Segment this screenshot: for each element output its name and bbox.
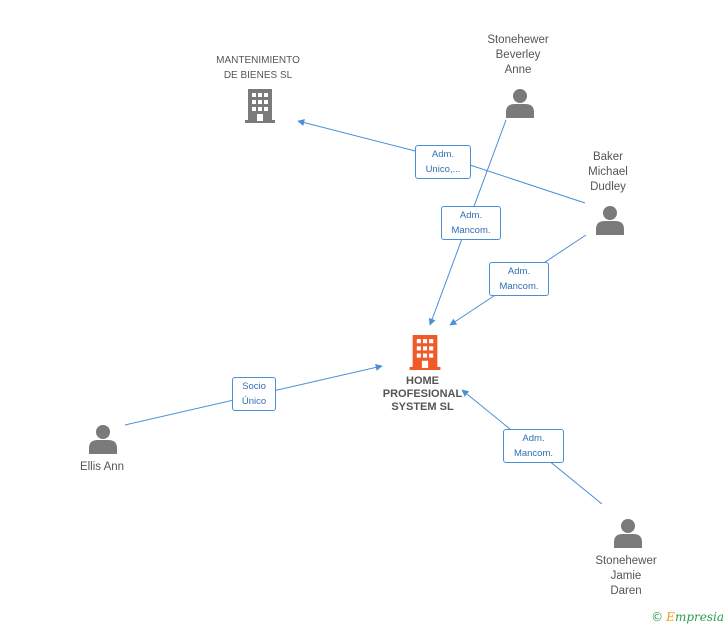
person-label-baker[interactable]: Baker Michael Dudley xyxy=(588,151,628,193)
person-icon[interactable] xyxy=(596,205,624,235)
building-icon[interactable] xyxy=(409,335,441,370)
edge-label-ellis-home[interactable]: Socio Único xyxy=(232,377,276,411)
company-label-home-profesional[interactable]: HOME PROFESIONAL SYSTEM SL xyxy=(382,375,463,413)
person-icon[interactable] xyxy=(506,88,534,118)
person-label-jamie[interactable]: Stonehewer Jamie Daren xyxy=(595,555,657,597)
person-icon[interactable] xyxy=(89,424,117,454)
edge-label-beverley-home[interactable]: Adm. Mancom. xyxy=(441,206,501,240)
company-label-mantenimiento[interactable]: MANTENIMIENTO DE BIENES SL xyxy=(216,55,300,81)
person-icon[interactable] xyxy=(614,518,642,548)
person-label-beverley[interactable]: Stonehewer Beverley Anne xyxy=(487,34,549,76)
edge-label-baker-mantenimiento[interactable]: Adm. Unico,... xyxy=(415,145,471,179)
building-icon[interactable] xyxy=(245,89,275,123)
edge-label-jamie-home[interactable]: Adm. Mancom. xyxy=(503,429,564,463)
empresia-logo[interactable]: ©Empresia xyxy=(651,610,724,624)
edge-label-baker-home[interactable]: Adm. Mancom. xyxy=(489,262,549,296)
person-label-ellis[interactable]: Ellis Ann xyxy=(79,461,125,473)
